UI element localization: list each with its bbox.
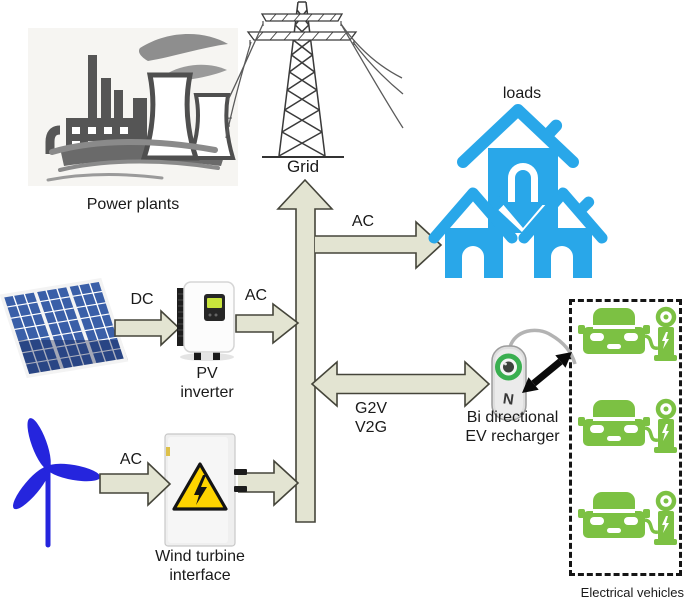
ev-recharger-label: Bi directional EV recharger: [465, 409, 560, 445]
wind-interface-label: Wind turbine interface: [155, 548, 245, 584]
down-arrow-icon: [515, 170, 531, 202]
charger-cable: [508, 328, 577, 365]
ac-label-inverter: AC: [244, 287, 268, 304]
g2v-v2g-label: G2V V2G: [355, 399, 405, 437]
bidirectional-black-arrow: [522, 352, 572, 393]
g2v-label: G2V: [355, 400, 388, 417]
cooling-tower-icon: [187, 93, 236, 160]
power-plants-label: Power plants: [86, 196, 180, 213]
house-icon: [428, 187, 518, 278]
house-icon: [457, 104, 579, 233]
v2g-label: V2G: [355, 419, 388, 436]
dc-arrow-solar-to-inverter: [114, 309, 181, 347]
power-lines: [225, 21, 404, 139]
power-plants-photo-bg: [28, 28, 238, 186]
pv-inverter-label: PV inverter: [180, 365, 234, 401]
warning-triangle-icon: [172, 462, 228, 511]
electrical-vehicles-label: Electrical vehicles: [580, 585, 684, 600]
svg-text:N: N: [502, 390, 515, 408]
ac-arrow-interface-to-bus: [238, 459, 300, 507]
grid-label: Grid: [286, 157, 320, 176]
cooling-tower-icon: [140, 72, 200, 161]
dc-label: DC: [130, 291, 154, 308]
inverter-display: [204, 294, 225, 321]
grid-bus-up-arrow: [276, 178, 334, 523]
ac-arrow-turbine-to-interface: [99, 461, 172, 507]
ac-label-loads: AC: [351, 213, 375, 230]
loads-label: loads: [502, 85, 542, 102]
electrical-vehicles-box: [569, 299, 682, 576]
house-icon: [518, 187, 608, 278]
ac-arrow-inverter-to-bus: [235, 302, 300, 345]
ac-label-turbine: AC: [119, 451, 143, 468]
